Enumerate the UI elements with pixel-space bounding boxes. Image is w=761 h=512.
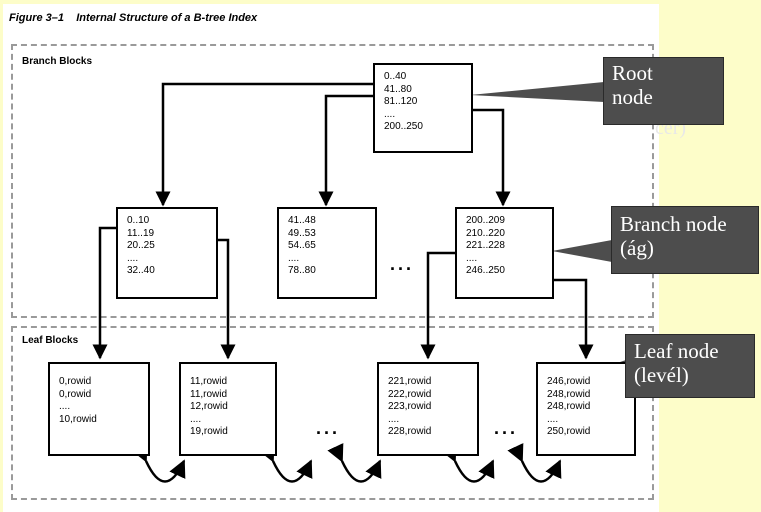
branch-node-entry: 41..48 [288, 215, 316, 226]
leaf-blocks-label: Leaf Blocks [22, 335, 79, 346]
callout-line: (ág) [620, 236, 654, 260]
branch-node-entry: 32..40 [127, 265, 155, 276]
leaf-node-entry: 222,rowid [388, 388, 432, 400]
branch-node-entry: 0..10 [127, 215, 150, 226]
branch-ellipsis: ... [390, 254, 415, 274]
sibling-link-arrows [131, 443, 562, 483]
leaf-node-entry: 228,rowid [388, 426, 432, 437]
branch-node-entry: 78..80 [288, 265, 316, 276]
root-node-entry: 200..250 [384, 121, 423, 132]
root-node-entry: 41..80 [384, 83, 412, 95]
root-node-entry: 81..120 [384, 96, 418, 107]
branch-node-entry: 210..220 [466, 227, 505, 239]
root-to-branch2-arrow [318, 94, 375, 207]
leaf-node-entry: 0,rowid [59, 388, 92, 400]
callout-line: Branch node [620, 212, 727, 236]
branch1-to-leaf2-arrow [216, 238, 236, 360]
branch-node-entry: 221..228 [466, 240, 505, 251]
root-to-branch3-arrow [472, 108, 511, 207]
callout-line: (levél) [634, 363, 689, 387]
leaf-node-entry: 11,rowid [190, 376, 228, 387]
branch-callout-pointer [552, 240, 612, 262]
branch-blocks-label: Branch Blocks [22, 56, 93, 67]
leaf-node-entry: .... [59, 401, 71, 412]
sibling-link-4 [440, 443, 495, 483]
branch1-to-leaf1-arrow [92, 226, 118, 360]
sibling-link-1 [131, 443, 186, 483]
figure-title: Figure 3–1 Internal Structure of a B-tre… [9, 12, 258, 24]
branch-node-entry: .... [466, 252, 478, 264]
leaf-node-callout: Leaf node (levél) [625, 334, 755, 398]
branch-node-entry: 20..25 [127, 240, 155, 251]
branch-node-1: 0..10 11..19 20..25 .... 32..40 [116, 207, 218, 299]
leaf-node-4: 246,rowid 248,rowid 248,rowid .... 250,r… [536, 362, 636, 456]
branch-node-2: 41..48 49..53 54..65 .... 78..80 [277, 207, 377, 299]
root-to-branch1-arrow [155, 82, 375, 207]
branch-node-callout: Branch node (ág) [611, 206, 759, 274]
leaf-node-entry: 246,rowid [547, 376, 591, 387]
branch-node-entry: 54..65 [288, 240, 316, 251]
callout-line: Root [612, 61, 653, 85]
callout-line: Leaf node [634, 339, 719, 363]
callout-line: node [612, 85, 653, 109]
leaf-ellipsis-2: ... [494, 418, 519, 438]
leaf-node-entry: 223,rowid [388, 401, 432, 412]
leaf-blocks-region [11, 326, 654, 500]
root-callout-pointer [470, 82, 604, 102]
root-node-callout: Root node [603, 57, 724, 125]
leaf-node-entry: 221,rowid [388, 376, 432, 387]
sibling-link-5 [507, 443, 562, 483]
branch-node-entry: .... [127, 252, 139, 264]
leaf-node-1: 0,rowid 0,rowid .... 10,rowid [48, 362, 150, 456]
branch-node-entry: 200..209 [466, 215, 505, 226]
branch-blocks-region [11, 44, 654, 318]
leaf-node-entry: 19,rowid [190, 426, 228, 437]
leaf-node-2: 11,rowid 11,rowid 12,rowid .... 19,rowid [179, 362, 277, 456]
leaf-node-entry: 12,rowid [190, 401, 228, 412]
branch-node-3: 200..209 210..220 221..228 .... 246..250 [455, 207, 554, 299]
branch3-to-leaf3-arrow [420, 251, 457, 360]
branch-node-entry: .... [288, 252, 300, 264]
root-node: 0..40 41..80 81..120 .... 200..250 [373, 63, 473, 153]
leaf-ellipsis-1: ... [316, 418, 341, 438]
sibling-link-2 [258, 443, 313, 483]
branch-node-entry: 49..53 [288, 227, 316, 239]
root-node-entry: .... [384, 108, 396, 120]
leaf-node-entry: 248,rowid [547, 388, 591, 400]
leaf-node-entry: 248,rowid [547, 401, 591, 412]
leaf-node-entry: .... [388, 413, 400, 425]
root-node-entry: 0..40 [384, 71, 407, 82]
leaf-node-entry: 11,rowid [190, 388, 228, 400]
leaf-node-entry: .... [547, 413, 559, 425]
branch3-to-leaf4-arrow [552, 278, 594, 360]
branch-node-entry: 246..250 [466, 265, 505, 276]
leaf-node-entry: 0,rowid [59, 376, 92, 387]
leaf-node-entry: .... [190, 413, 202, 425]
leaf-node-entry: 10,rowid [59, 413, 97, 425]
branch-node-entry: 11..19 [127, 227, 155, 239]
leaf-node-entry: 250,rowid [547, 426, 591, 437]
leaf-node-3: 221,rowid 222,rowid 223,rowid .... 228,r… [377, 362, 479, 456]
sibling-link-3 [327, 443, 382, 483]
